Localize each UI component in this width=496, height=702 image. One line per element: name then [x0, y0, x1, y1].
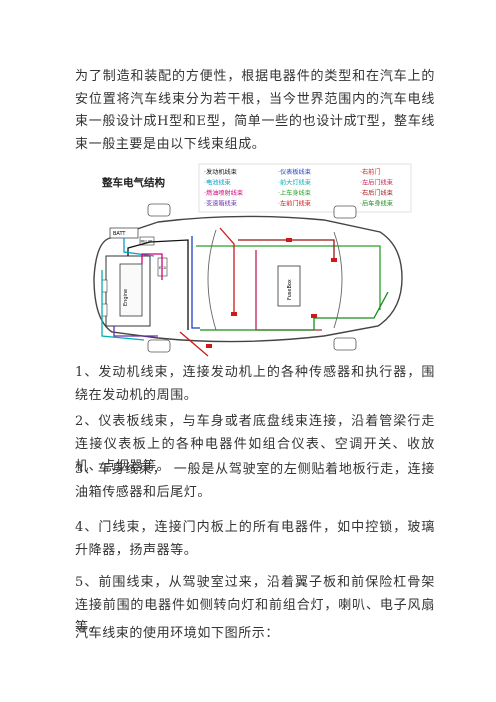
car-body-outline: [93, 215, 403, 343]
item-dashboard-harness: 2、仪表板线束，与车身或者底盘线束连接，沿着管梁行走连接仪表板上的各种电器件如组…: [75, 414, 435, 474]
engine-block: [119, 263, 143, 317]
engine-label: Engine: [123, 289, 129, 306]
legend-entry: ·燃油喷射线束: [204, 189, 243, 197]
connectors: [206, 238, 337, 348]
intro-paragraph: 为了制造和装配的方便性，根据电器件的类型和在汽车上的安位置将汽车线束分为若干根，…: [75, 69, 435, 152]
item-engine-harness: 1、发动机线束，连接发动机上的各种传感器和执行器，围绕在发动机的周围。: [75, 365, 435, 403]
wiring-diagram-svg: 整车电气结构 ·发动机线束 ·电池线束 ·燃油喷射线束 ·变速箱线束 ·仪表板线束 ·前大…: [93, 163, 412, 357]
front-left-door-harness: [219, 227, 235, 312]
dashboard-harness: [191, 236, 200, 329]
right-rear-door-harness: [238, 239, 335, 260]
item-front-harness: 5、前围线束，从驾驶室过来，沿着翼子板和前保险杠骨架连接前围的电器件如侧转向灯和…: [75, 575, 435, 635]
transmission-harness: [113, 326, 158, 337]
legend: ·发动机线束 ·电池线束 ·燃油喷射线束 ·变速箱线束 ·仪表板线束 ·前大灯线束 ·上车身…: [204, 168, 393, 208]
ecu-label: ECU: [159, 266, 167, 270]
legend-entry: ·前大灯线束: [278, 179, 311, 187]
closing-paragraph: 汽车线束的使用环境如下图所示：: [75, 626, 280, 641]
legend-entry: ·变速箱线束: [204, 200, 237, 208]
fuel-injection-harness: [141, 253, 163, 280]
wheel-rear-left: [333, 205, 357, 219]
fuse-box-label: FuseBox: [287, 279, 293, 300]
legend-panel: [198, 163, 412, 213]
front-right-door-harness: [179, 331, 209, 357]
legend-entry: ·发动机线束: [204, 168, 237, 176]
legend-entry: ·后车身线束: [360, 200, 393, 208]
wheel-front-left: [147, 203, 171, 217]
headlight-harness: [101, 270, 145, 341]
legend-entry: ·上车身线束: [278, 189, 311, 197]
item-door-harness: 4、门线束，连接门内板上的所有电器件，如中控锁，玻璃升降器，扬声器等。: [75, 520, 435, 558]
fuse-box: [277, 265, 301, 307]
relay-box: [139, 236, 155, 246]
legend-entry: ·左前门线束: [278, 200, 311, 208]
wheel-rear-right: [333, 337, 357, 351]
item-body-harness: 3、车身线束， 一般是从驾驶室的左侧贴着地板行走，连接油箱传感器和后尾灯。: [75, 462, 435, 500]
legend-entry: ·右前门: [360, 168, 381, 176]
relay-label: RELAY: [141, 239, 154, 244]
battery-label: BATT: [113, 231, 126, 237]
upper-body-harness: [196, 245, 381, 310]
headlight-right: [101, 303, 108, 317]
vehicle-wiring-diagram: 整车电气结构 ·发动机线束 ·电池线束 ·燃油喷射线束 ·变速箱线束 ·仪表板线束 ·前大…: [88, 160, 413, 366]
windshield-line: [207, 229, 217, 331]
legend-entry: ·右后门线束: [360, 189, 393, 197]
battery-harness: [123, 238, 155, 257]
diagram-title: 整车电气结构: [101, 176, 165, 189]
legend-entry: ·左后门线束: [360, 179, 393, 187]
legend-entry: ·仪表板线束: [278, 168, 311, 176]
legend-entry: ·电池线束: [204, 179, 231, 187]
headlight-left: [101, 279, 108, 293]
engine-harness: [127, 239, 189, 330]
wheel-front-right: [147, 339, 171, 353]
